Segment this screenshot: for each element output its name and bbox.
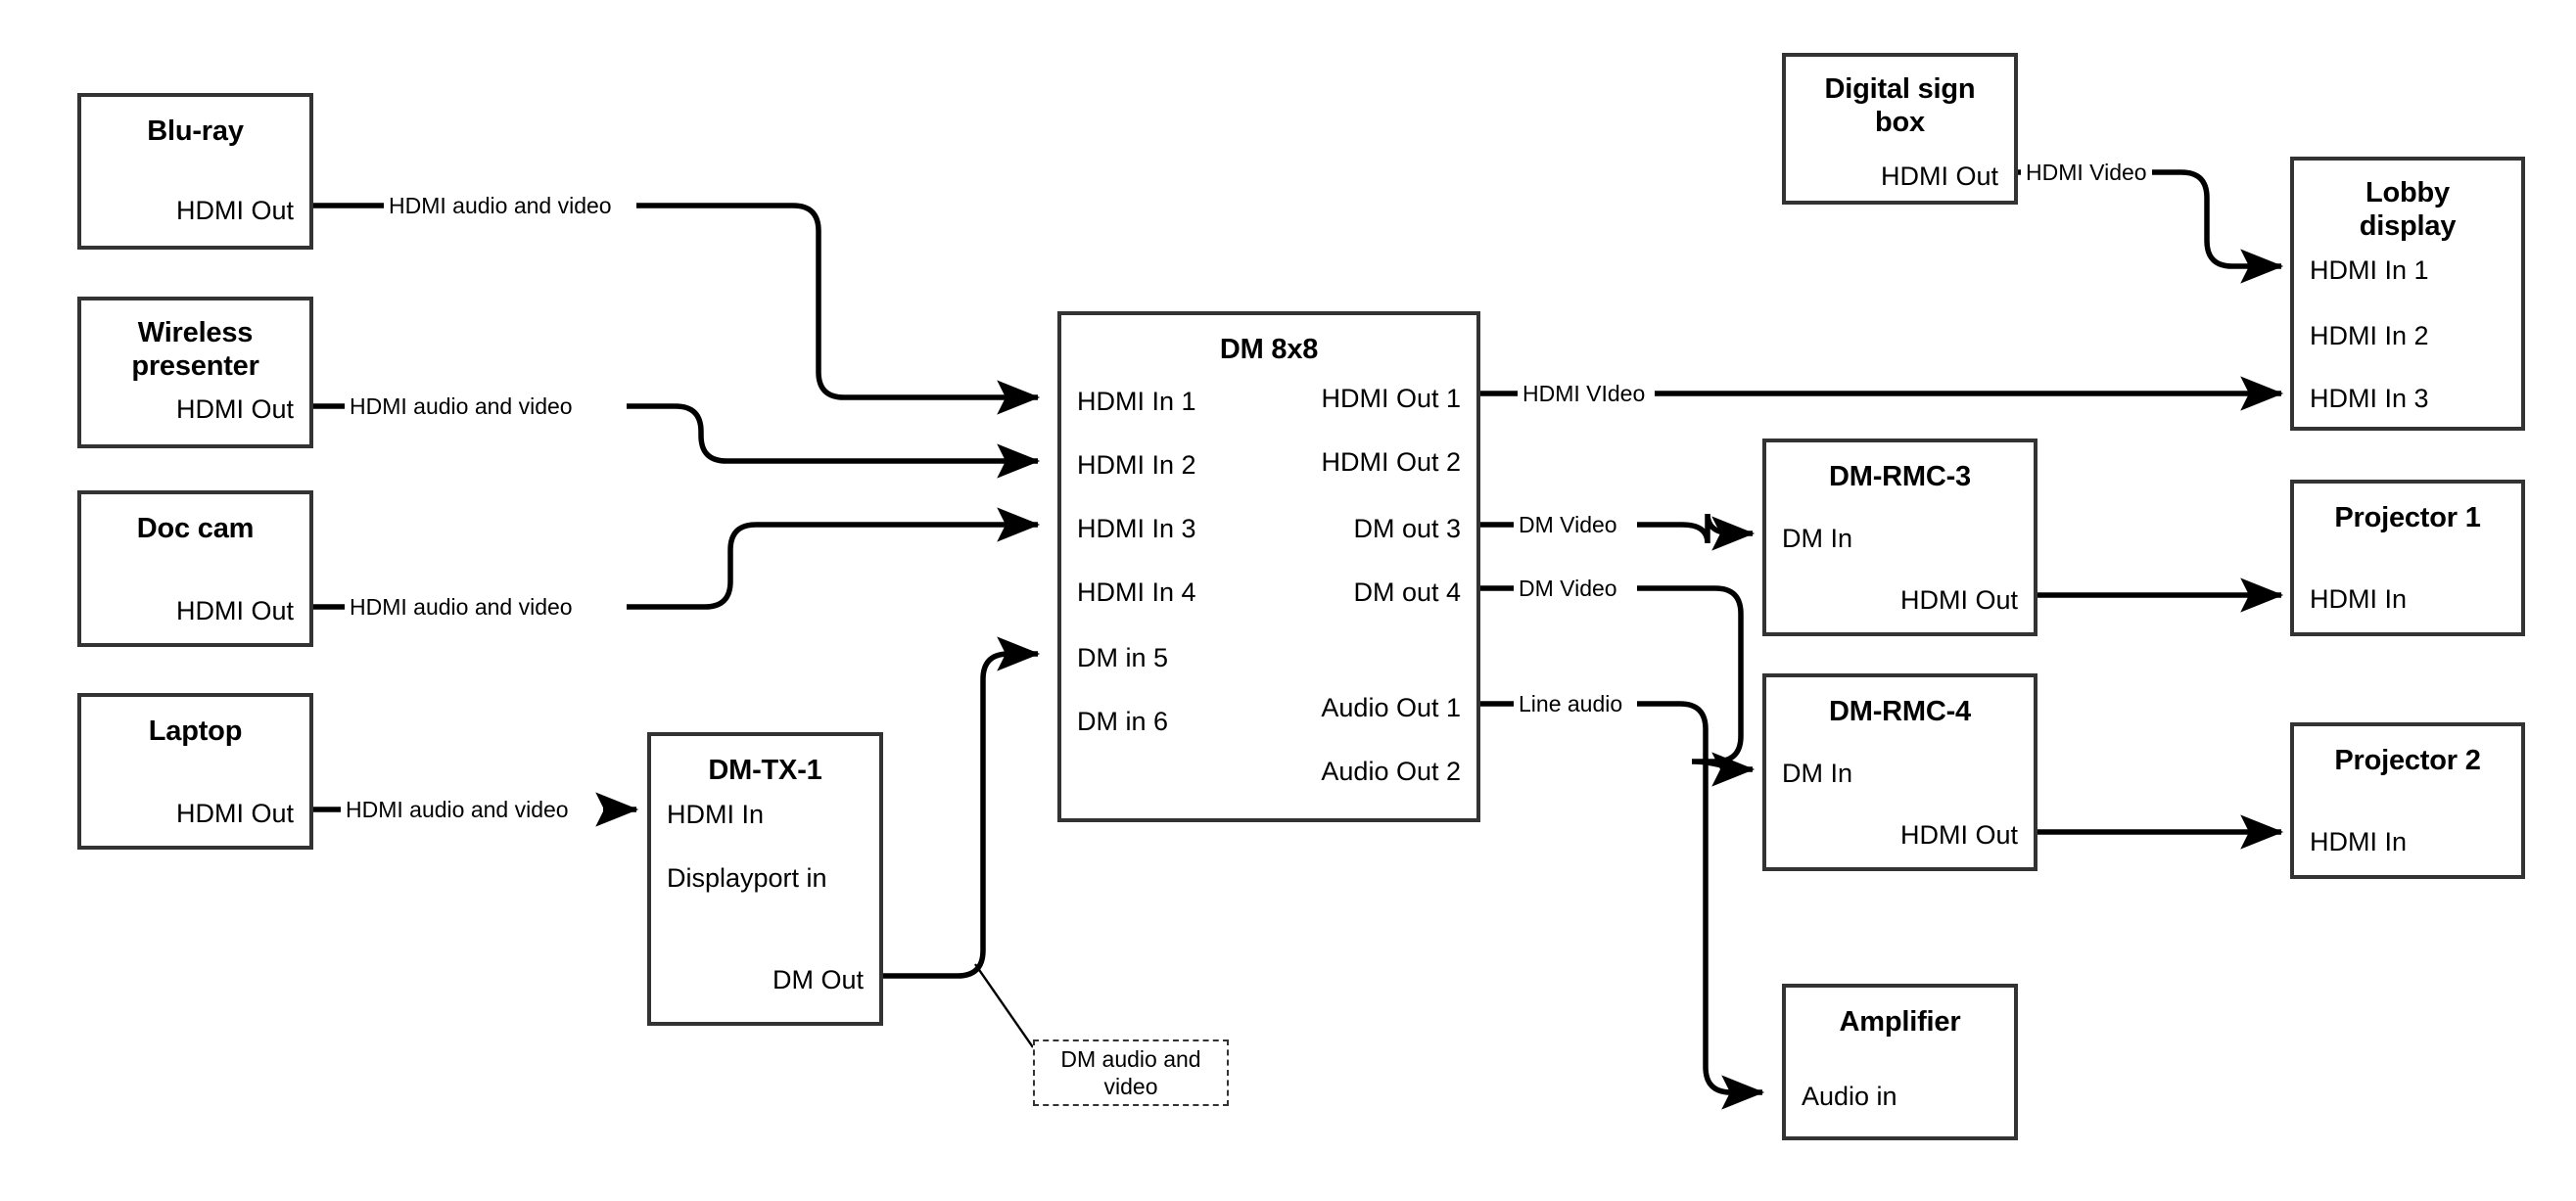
node-doc-cam[interactable]: Doc cam HDMI Out	[77, 490, 313, 647]
node-projector-2-port-hdmi-in[interactable]: HDMI In	[2310, 827, 2408, 856]
node-dm-tx-1-port-hdmi-in[interactable]: HDMI In	[667, 800, 765, 829]
node-projector-1-port-hdmi-in[interactable]: HDMI In	[2310, 584, 2408, 614]
node-projector-1-title: Projector 1	[2334, 502, 2481, 533]
node-dm-rmc-3-port-dm-in[interactable]: DM In	[1782, 524, 1853, 553]
node-projector-2-title: Projector 2	[2334, 745, 2481, 776]
wire-label-doc-cam-to-dm-in-3: HDMI audio and video	[345, 594, 578, 620]
wire-dm-tx-1-to-dm-in-5	[883, 636, 1041, 979]
node-dm-rmc-4[interactable]: DM-RMC-4 DM In HDMI Out	[1762, 673, 2037, 871]
node-dm-rmc-3-port-hdmi-out[interactable]: HDMI Out	[1899, 585, 2018, 615]
node-wireless-presenter-title: Wireless presenter	[131, 317, 259, 382]
node-dm-8x8-port-dm-in-6[interactable]: DM in 6	[1077, 707, 1169, 736]
node-dm-8x8-title: DM 8x8	[1219, 334, 1319, 365]
node-projector-2[interactable]: Projector 2 HDMI In	[2290, 722, 2525, 879]
node-digital-sign-box-title: Digital sign box	[1824, 73, 1976, 138]
node-dm-rmc-4-title: DM-RMC-4	[1829, 696, 1971, 727]
wire-label-digital-sign-to-lobby-in-1: HDMI Video	[2021, 160, 2152, 185]
node-dm-8x8-port-dm-out-4[interactable]: DM out 4	[1353, 577, 1461, 607]
callout-dm-audio-and-video: DM audio and video	[1033, 1039, 1229, 1106]
node-dm-tx-1[interactable]: DM-TX-1 HDMI In Displayport in DM Out	[647, 732, 883, 1026]
wire-label-wireless-presenter-to-dm-in-2: HDMI audio and video	[345, 393, 578, 419]
node-amplifier-port-audio-in[interactable]: Audio in	[1802, 1082, 1897, 1111]
node-dm-8x8-port-hdmi-in-2[interactable]: HDMI In 2	[1077, 450, 1196, 480]
node-laptop-port-hdmi-out[interactable]: HDMI Out	[175, 799, 294, 828]
node-laptop-title: Laptop	[148, 716, 243, 747]
node-lobby-display-port-hdmi-in-2[interactable]: HDMI In 2	[2310, 321, 2429, 350]
node-dm-8x8-port-hdmi-out-2[interactable]: HDMI Out 2	[1321, 447, 1461, 477]
wire-label-dm-out-4-to-rmc-4: DM Video	[1514, 576, 1622, 601]
node-digital-sign-box[interactable]: Digital sign box HDMI Out	[1782, 53, 2018, 205]
node-amplifier-title: Amplifier	[1839, 1006, 1961, 1038]
node-dm-rmc-4-port-dm-in[interactable]: DM In	[1782, 759, 1853, 788]
node-wireless-presenter-port-hdmi-out[interactable]: HDMI Out	[175, 394, 294, 424]
node-dm-tx-1-title: DM-TX-1	[708, 755, 822, 786]
wire-label-dm-hdmi-out-1-to-lobby-in-3: HDMI VIdeo	[1518, 381, 1651, 406]
node-dm-8x8[interactable]: DM 8x8 HDMI In 1 HDMI In 2 HDMI In 3 HDM…	[1057, 311, 1480, 822]
node-projector-1[interactable]: Projector 1 HDMI In	[2290, 480, 2525, 636]
node-dm-8x8-port-hdmi-out-1[interactable]: HDMI Out 1	[1321, 384, 1461, 413]
node-dm-8x8-port-dm-out-3[interactable]: DM out 3	[1353, 514, 1461, 543]
wire-label-laptop-to-dm-tx-1: HDMI audio and video	[341, 797, 574, 822]
wire-blu-ray-to-dm-in-1	[313, 203, 1038, 397]
node-amplifier[interactable]: Amplifier Audio in	[1782, 984, 2018, 1140]
node-doc-cam-port-hdmi-out[interactable]: HDMI Out	[175, 596, 294, 625]
node-blu-ray-port-hdmi-out[interactable]: HDMI Out	[175, 196, 294, 225]
node-dm-rmc-3[interactable]: DM-RMC-3 DM In HDMI Out	[1762, 439, 2037, 636]
wire-digital-sign-to-lobby-in-1	[1988, 169, 2281, 266]
node-dm-8x8-port-audio-out-2[interactable]: Audio Out 2	[1321, 757, 1461, 786]
node-lobby-display[interactable]: Lobby display HDMI In 1 HDMI In 2 HDMI I…	[2290, 157, 2525, 431]
wire-label-blu-ray-to-dm-in-1: HDMI audio and video	[384, 193, 617, 218]
wire-label-dm-out-3-to-rmc-3: DM Video	[1514, 512, 1622, 537]
node-blu-ray[interactable]: Blu-ray HDMI Out	[77, 93, 313, 250]
node-wireless-presenter[interactable]: Wireless presenter HDMI Out	[77, 297, 313, 448]
node-lobby-display-port-hdmi-in-1[interactable]: HDMI In 1	[2310, 255, 2429, 285]
node-doc-cam-title: Doc cam	[136, 513, 255, 544]
node-dm-8x8-port-hdmi-in-1[interactable]: HDMI In 1	[1077, 387, 1196, 416]
node-laptop[interactable]: Laptop HDMI Out	[77, 693, 313, 850]
node-dm-8x8-port-dm-in-5[interactable]: DM in 5	[1077, 643, 1169, 672]
wire-label-dm-audio-out-1-to-amplifier: Line audio	[1514, 691, 1628, 716]
node-lobby-display-port-hdmi-in-3[interactable]: HDMI In 3	[2310, 384, 2429, 413]
node-dm-rmc-3-title: DM-RMC-3	[1829, 461, 1971, 492]
node-dm-8x8-port-hdmi-in-4[interactable]: HDMI In 4	[1077, 577, 1196, 607]
node-dm-8x8-port-audio-out-1[interactable]: Audio Out 1	[1321, 693, 1461, 722]
node-dm-8x8-port-hdmi-in-3[interactable]: HDMI In 3	[1077, 514, 1196, 543]
wire-dm-out-4-to-rmc-4	[1480, 585, 1753, 769]
node-dm-rmc-4-port-hdmi-out[interactable]: HDMI Out	[1899, 820, 2018, 850]
wire-dm-audio-out-1-to-amplifier	[1480, 701, 1762, 1092]
node-digital-sign-box-port-hdmi-out[interactable]: HDMI Out	[1880, 162, 1998, 191]
callout-leader-line	[974, 963, 1034, 1048]
node-lobby-display-title: Lobby display	[2359, 177, 2457, 242]
node-dm-tx-1-port-displayport-in[interactable]: Displayport in	[667, 863, 827, 893]
node-blu-ray-title: Blu-ray	[147, 115, 244, 147]
node-dm-tx-1-port-dm-out[interactable]: DM Out	[772, 965, 864, 994]
